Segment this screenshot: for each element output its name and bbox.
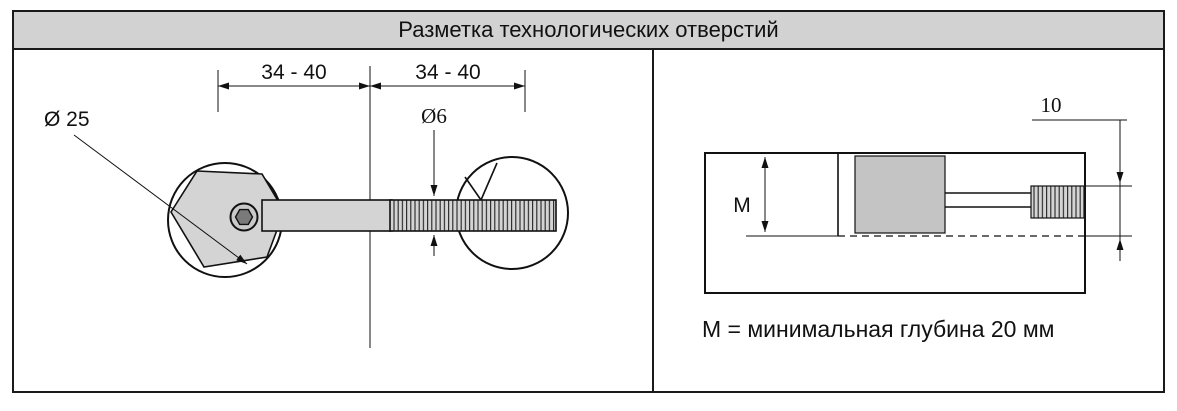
dimension-label-right: 34 - 40 [415, 61, 480, 84]
depth-label: M [733, 194, 751, 217]
title-bar: Разметка технологических отверстий [14, 12, 1163, 50]
dimension-label-left: 34 - 40 [261, 61, 326, 84]
page-title: Разметка технологических отверстий [398, 17, 779, 42]
notch-line-2 [480, 162, 498, 201]
section-drawing: M 10 M = минимальная глубина 20 мм [702, 93, 1132, 342]
cam-block [854, 155, 946, 234]
notch-line-1 [464, 176, 482, 201]
drawing-frame: Разметка технологических отверстий [12, 10, 1165, 393]
depth-caption: M = минимальная глубина 20 мм [702, 316, 1055, 342]
bolt-diameter-label: Ø6 [421, 104, 447, 128]
cam-diameter-label: Ø 25 [44, 108, 90, 131]
edge-distance-label: 10 [1041, 93, 1062, 117]
bolt-shaft [261, 199, 393, 232]
edge-thread [1030, 185, 1085, 219]
eccentric-cam-body [170, 170, 285, 268]
section-panel: M 10 M = минимальная глубина 20 мм [654, 50, 1163, 391]
hex-socket-icon [234, 208, 254, 226]
bolt-thread [389, 199, 557, 232]
drawing-area: 34 - 40 34 - 40 [14, 50, 1163, 391]
bolt-drawing: 34 - 40 34 - 40 [44, 61, 569, 348]
cam-diameter-leader [73, 134, 248, 265]
bolt-layout-panel: 34 - 40 34 - 40 [14, 50, 654, 391]
